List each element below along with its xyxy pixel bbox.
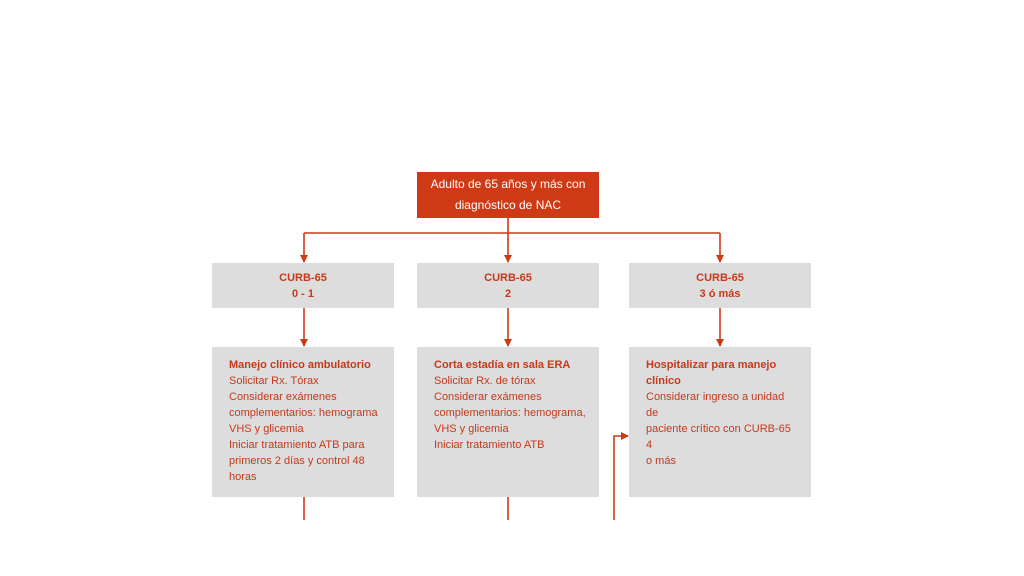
detail-line: o más — [646, 455, 676, 467]
detail-node-ambulatory: Manejo clínico ambulatorio Solicitar Rx.… — [212, 347, 394, 497]
detail-line: paciente crítico con CURB-65 4 — [646, 423, 791, 451]
detail-line: Considerar ingreso a unidad de — [646, 391, 785, 419]
root-line-2: diagnóstico de NAC — [454, 198, 562, 212]
detail-line: VHS y glicemia — [434, 423, 509, 435]
detail-heading-line: clínico — [646, 375, 681, 387]
score-label: CURB-65 — [279, 271, 327, 284]
score-value: 3 ó más — [699, 287, 741, 300]
root-line-1: Adulto de 65 años y más con — [430, 177, 586, 191]
detail-line: Considerar exámenes — [229, 391, 337, 403]
detail-node-short-stay: Corta estadía en sala ERA Solicitar Rx. … — [417, 347, 599, 497]
score-label: CURB-65 — [484, 271, 532, 284]
detail-line: Solicitar Rx. Tórax — [229, 375, 319, 387]
score-value: 0 - 1 — [291, 287, 314, 300]
score-node-2: CURB-65 2 — [417, 263, 599, 308]
detail-line: primeros 2 días y control 48 — [229, 455, 365, 467]
detail-line: Iniciar tratamiento ATB — [434, 439, 545, 451]
detail-heading: Manejo clínico ambulatorio — [229, 359, 371, 371]
root-node: Adulto de 65 años y más con diagnóstico … — [417, 172, 599, 218]
score-value: 2 — [504, 287, 512, 300]
score-label: CURB-65 — [696, 271, 744, 284]
detail-line: complementarios: hemograma, — [434, 407, 586, 419]
detail-line: Solicitar Rx. de tórax — [434, 375, 536, 387]
score-node-0-1: CURB-65 0 - 1 — [212, 263, 394, 308]
score-node-3-plus: CURB-65 3 ó más — [629, 263, 811, 308]
detail-line: complementarios: hemograma — [229, 407, 378, 419]
detail-node-hospitalize: Hospitalizar para manejo clínico Conside… — [629, 347, 811, 497]
detail-heading: Corta estadía en sala ERA — [434, 359, 571, 371]
detail-heading-line: Hospitalizar para manejo — [646, 359, 777, 371]
detail-line: VHS y glicemia — [229, 423, 304, 435]
detail-line: Considerar exámenes — [434, 391, 542, 403]
feedback-arrow-to-detail-3 — [613, 432, 629, 520]
detail-line: horas — [229, 471, 257, 483]
detail-line: Iniciar tratamiento ATB para — [229, 439, 365, 451]
